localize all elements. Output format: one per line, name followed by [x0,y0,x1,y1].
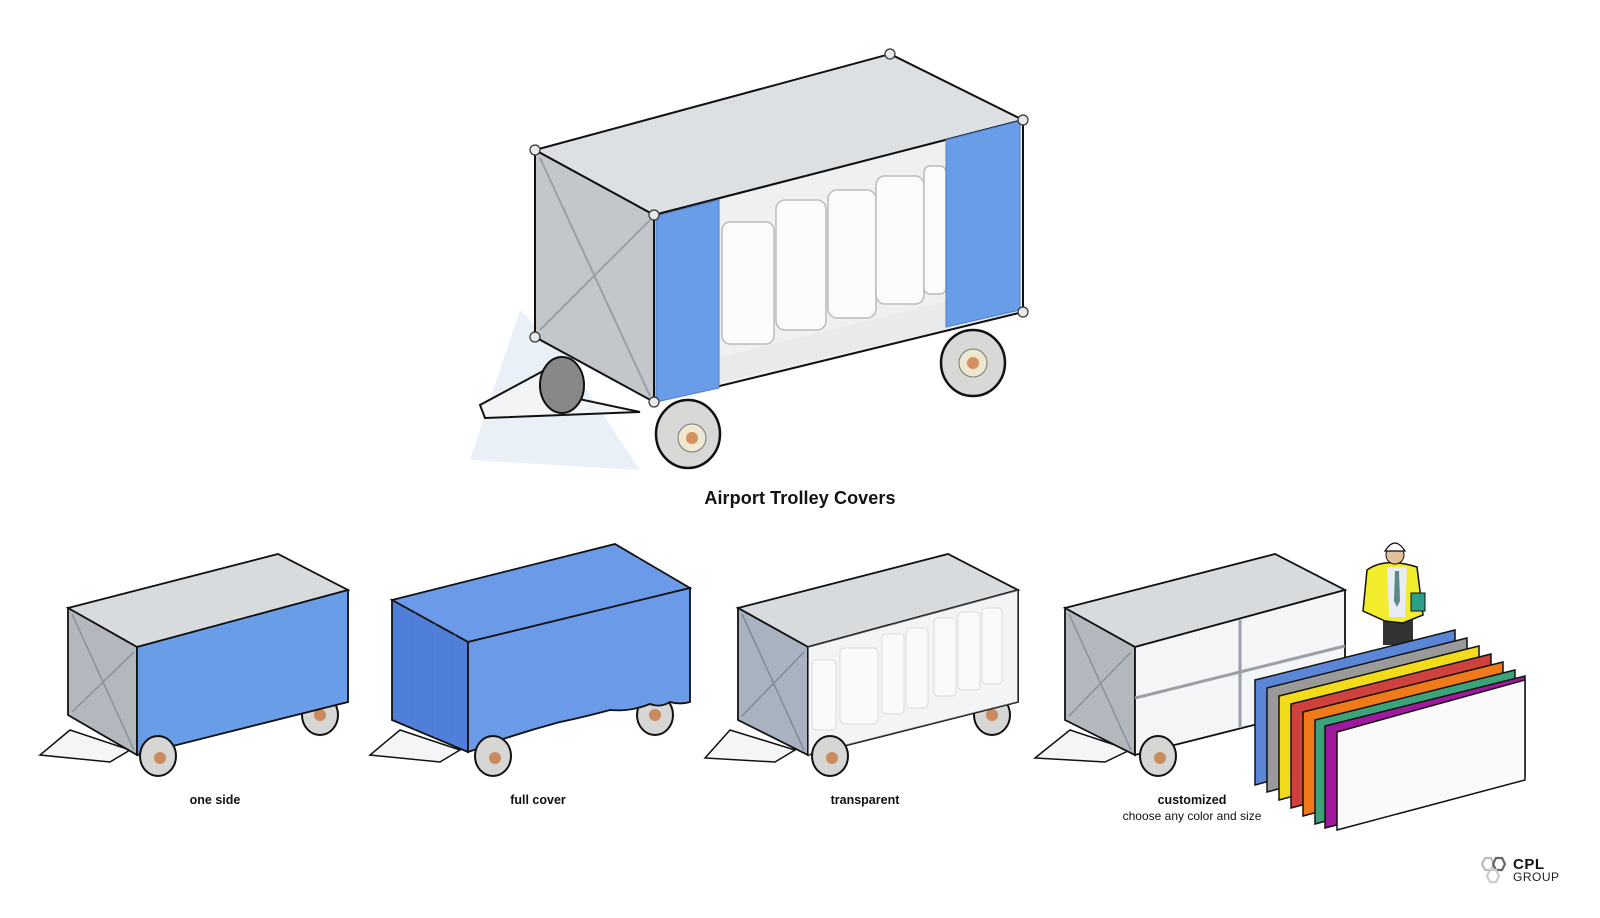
variant-full-cover-illustration [368,543,693,777]
variant-sublabel-customized: choose any color and size [1122,809,1262,823]
cpl-group-logo: CPL GROUP [1478,856,1560,886]
worker-figure-icon [1362,542,1426,645]
variant-one-side-illustration [38,553,351,777]
page-title: Airport Trolley Covers [704,488,896,508]
logo-line2: GROUP [1513,870,1560,884]
swatch-white [1336,679,1526,831]
variant-label-full-cover: full cover [510,793,566,807]
variant-label-transparent: transparent [830,793,900,807]
variant-customized-illustration [1033,553,1348,777]
variant-label-customized: customized [1157,793,1227,807]
hexagon-logo-icon [1480,856,1507,884]
logo-line1: CPL [1513,856,1545,873]
variant-label-one-side: one side [189,793,241,807]
variant-transparent-illustration [703,553,1021,777]
color-swatch-panels [1254,629,1526,831]
